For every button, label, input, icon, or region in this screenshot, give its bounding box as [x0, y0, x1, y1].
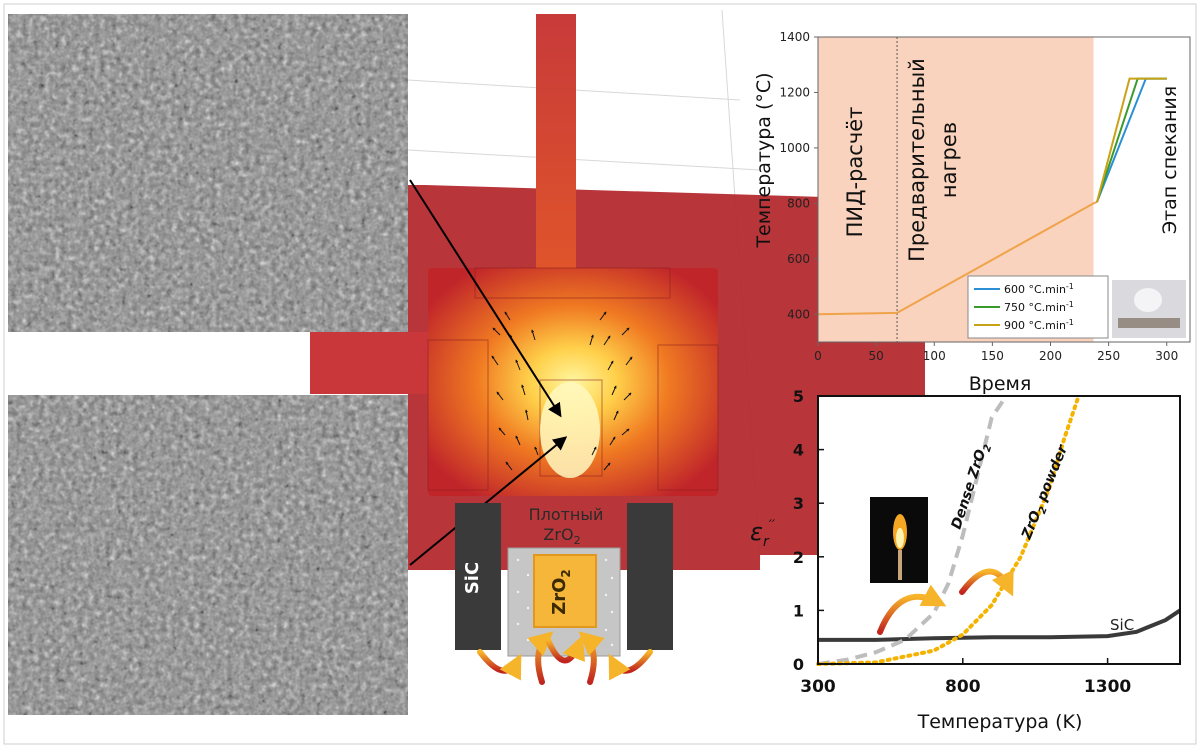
- transfer-arrows: [877, 568, 1014, 635]
- chart2-series: [816, 394, 1182, 666]
- pointer-arrow-bottom: [409, 436, 568, 566]
- x-tick-label: 50: [868, 349, 883, 363]
- heat-flow-arrows: [477, 631, 653, 685]
- chart1-y-axis-label: Температура (°C): [753, 72, 775, 248]
- legend-label-600: 600 °C.min-1: [1004, 282, 1074, 296]
- sic-susceptor-left: [455, 503, 501, 650]
- vector-field: [491, 311, 633, 471]
- sic-susceptor-right: [627, 503, 673, 650]
- x-tick-label: 800: [945, 677, 981, 697]
- series-curve-2: [816, 394, 1081, 666]
- chart1-ticks: 0 50 100 150 200 250 300 400 600 800 1000 1200 1400: [779, 30, 1178, 363]
- y-tick-label: 3: [793, 494, 804, 513]
- zro2-sample: [533, 554, 597, 628]
- y-tick-label: 2: [793, 548, 804, 567]
- dielectric-loss-chart: 300 800 1300 0 1 2 3 4 5 Температура (K) εr′′ Si…: [750, 387, 1182, 733]
- y-tick-label: 1400: [779, 30, 810, 44]
- sic-label: SiC: [462, 562, 483, 594]
- candle-photo: [870, 497, 928, 583]
- y-tick-label: 0: [793, 655, 804, 674]
- x-tick-label: 300: [1155, 349, 1178, 363]
- phase-label-sintering: Этап спекания: [1159, 86, 1181, 234]
- x-tick-label: 250: [1097, 349, 1120, 363]
- sem-texture-top: [8, 14, 408, 332]
- match-stick: [898, 550, 902, 580]
- y-tick-label: 800: [787, 196, 810, 210]
- chart2-frame: [817, 395, 1181, 665]
- chart1-legend: 600 °C.min-1 750 °C.min-1 900 °C.min-1: [967, 275, 1186, 339]
- x-tick-label: 300: [800, 677, 836, 697]
- series-line-2: [1096, 77, 1167, 203]
- y-tick-label: 1: [793, 601, 804, 620]
- legend-label-750: 750 °C.min-1: [1004, 300, 1074, 314]
- phase-label-pid: ПИД-расчёт: [843, 107, 867, 238]
- heat-core-edges: [427, 267, 719, 491]
- chart1-frame: [817, 36, 1191, 343]
- x-tick-label: 150: [981, 349, 1004, 363]
- y-tick-label: 4: [793, 441, 804, 460]
- heat-tower: [536, 14, 576, 274]
- series-curve-0: [818, 608, 1182, 642]
- chart2-ticks: 300 800 1300 0 1 2 3 4 5: [793, 387, 1132, 697]
- y-tick-label: 1000: [779, 141, 810, 155]
- y-tick-label: 1200: [779, 85, 810, 99]
- chart2-y-axis-label: εr′′: [750, 518, 776, 550]
- zro2-sample-label: ZrO2: [549, 569, 573, 615]
- heat-simulation: [310, 9, 925, 570]
- phase-label-preheat-line2: нагрев: [937, 122, 961, 198]
- y-tick-label: 400: [787, 307, 810, 321]
- chart1-series: [818, 77, 1167, 316]
- series-curve-1: [817, 394, 1008, 666]
- x-tick-label: 0: [814, 349, 822, 363]
- dense-zro2-label-line2: ZrO2: [543, 525, 580, 547]
- legend-label-900: 900 °C.min-1: [1004, 318, 1074, 332]
- phase-band-0: [818, 37, 898, 342]
- x-tick-label: 200: [1039, 349, 1062, 363]
- x-tick-label: 100: [923, 349, 946, 363]
- dense-zro2-label-line1: Плотный: [529, 505, 604, 524]
- y-tick-label: 5: [793, 387, 804, 406]
- crucible-dots: [516, 558, 614, 647]
- pointer-arrow-top: [409, 179, 562, 418]
- sample-photo-base: [1118, 318, 1180, 328]
- series-label-sic: SiC: [1110, 616, 1134, 634]
- x-tick-label: 1300: [1084, 677, 1131, 697]
- sample-photo-pellet: [1134, 288, 1162, 312]
- series-base-ramp: [818, 201, 1098, 316]
- heat-left-extension: [310, 332, 430, 394]
- microstructure-panel: [8, 14, 408, 715]
- y-tick-label: 600: [787, 252, 810, 266]
- sem-texture-bottom: [8, 395, 408, 715]
- outer-frame: [3, 3, 1197, 745]
- phase-label-preheat-line1: Предварительный: [905, 58, 929, 262]
- chart2-x-axis-label: Температура (K): [917, 711, 1083, 733]
- heating-schematic: ZrO2 SiC Плотный ZrO2: [455, 503, 673, 685]
- flame-core: [896, 528, 904, 548]
- heat-core: [428, 268, 718, 496]
- chart1-x-axis-label: Время: [969, 373, 1032, 395]
